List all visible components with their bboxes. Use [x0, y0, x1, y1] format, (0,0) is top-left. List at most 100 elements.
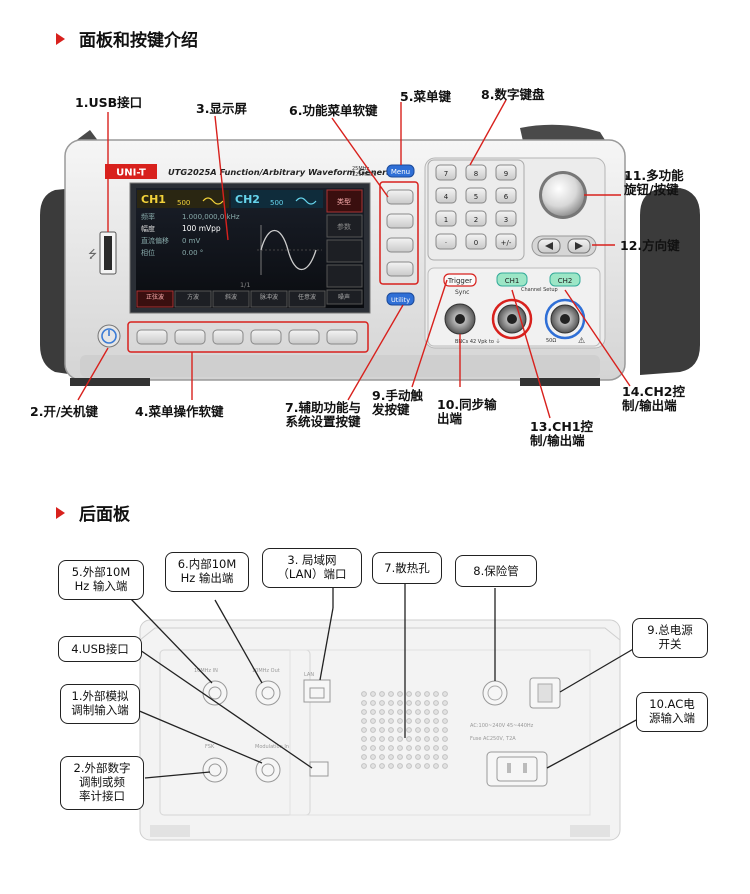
keypad-key-label: 9: [504, 170, 508, 178]
keypad-key[interactable]: [495, 164, 517, 181]
vent-hole: [388, 763, 394, 769]
keypad-key[interactable]: [435, 210, 457, 227]
vent-hole: [370, 709, 376, 715]
screen-wave-tabs: [136, 290, 326, 308]
label-menu-softkeys: 4.菜单操作软键: [135, 404, 224, 419]
vent-hole: [397, 763, 403, 769]
vent-hole: [397, 709, 403, 715]
menu-softkeys[interactable]: [136, 329, 358, 345]
keypad-key[interactable]: [465, 187, 487, 204]
vent-hole: [379, 727, 385, 733]
label-function-softkeys: 6.功能菜单软键: [289, 103, 378, 118]
vent-hole: [433, 736, 439, 742]
trigger-button[interactable]: [443, 273, 477, 287]
vent-hole: [406, 754, 412, 760]
arrow-right-button[interactable]: [567, 238, 591, 254]
label-numpad: 8.数字键盘: [481, 87, 545, 102]
svg-text:0.00 °: 0.00 °: [182, 249, 203, 257]
svg-text:Menu: Menu: [391, 168, 410, 176]
vent-hole: [397, 745, 403, 751]
vent-hole: [361, 736, 367, 742]
label-arrow-keys: 12.方向键: [620, 238, 680, 253]
usb-port[interactable]: [99, 231, 117, 275]
vent-hole: [397, 727, 403, 733]
function-softkeys-highlight: [379, 181, 419, 285]
svg-text:斜波: 斜波: [225, 293, 237, 301]
svg-text:10MHz IN: 10MHz IN: [194, 668, 218, 674]
vent-hole: [370, 727, 376, 733]
keypad-key[interactable]: [465, 233, 487, 250]
usb-symbol-icon: ⭍: [88, 248, 97, 261]
vent-hole: [433, 700, 439, 706]
svg-text:LAN: LAN: [304, 672, 314, 678]
ch1-output-bnc[interactable]: [491, 298, 533, 340]
vent-hole: [406, 691, 412, 697]
rear-int-10mhz-out-bnc[interactable]: [255, 680, 281, 706]
vent-hole: [379, 709, 385, 715]
vent-hole: [388, 727, 394, 733]
sync-output-bnc[interactable]: [444, 303, 476, 335]
rear-lan-port[interactable]: [303, 679, 331, 703]
keypad-key[interactable]: [495, 210, 517, 227]
callout-ac-inlet: 10.AC电源输入端: [636, 692, 708, 732]
svg-text:方波: 方波: [187, 293, 199, 301]
label-trigger: 9.手动触发按键: [372, 388, 423, 417]
rear-usb-port[interactable]: [309, 761, 329, 777]
rear-ac-inlet[interactable]: [486, 751, 548, 787]
svg-text:50Ω: 50Ω: [546, 338, 556, 344]
keypad-key[interactable]: [465, 210, 487, 227]
vent-hole: [361, 718, 367, 724]
svg-text:正弦波: 正弦波: [146, 293, 164, 301]
keypad-key-label: 4: [444, 193, 449, 201]
svg-text:Trigger: Trigger: [447, 277, 472, 285]
callout-modulation-in: 1.外部模拟调制输入端: [60, 684, 140, 724]
vent-hole: [406, 745, 412, 751]
utility-button[interactable]: [386, 292, 415, 306]
vent-hole: [442, 745, 448, 751]
vent-hole: [388, 691, 394, 697]
vent-hole: [397, 754, 403, 760]
vent-hole: [415, 763, 421, 769]
vent-hole: [424, 727, 430, 733]
vent-hole: [361, 754, 367, 760]
function-softkeys[interactable]: [386, 189, 414, 277]
svg-text:125MSa/s: 125MSa/s: [352, 172, 377, 178]
ch2-button[interactable]: [549, 272, 581, 287]
rear-power-switch[interactable]: [529, 677, 561, 709]
vent-hole: [433, 709, 439, 715]
vent-hole: [388, 736, 394, 742]
keypad-key[interactable]: [435, 164, 457, 181]
svg-text:1.000,000,0 kHz: 1.000,000,0 kHz: [182, 213, 240, 221]
keypad-key[interactable]: [465, 164, 487, 181]
multifunction-knob[interactable]: [539, 171, 587, 219]
svg-text:直流偏移: 直流偏移: [141, 236, 169, 245]
power-button[interactable]: [97, 324, 121, 348]
vent-hole: [415, 745, 421, 751]
rear-fsk-bnc[interactable]: [202, 757, 228, 783]
keypad-key-label: 2: [474, 216, 478, 224]
vent-hole: [379, 745, 385, 751]
vent-hole: [361, 709, 367, 715]
vent-hole: [433, 763, 439, 769]
svg-text:类型: 类型: [337, 197, 351, 206]
ch1-button[interactable]: [496, 272, 528, 287]
ch2-output-bnc[interactable]: [544, 298, 586, 340]
rear-modulation-in-bnc[interactable]: [255, 757, 281, 783]
keypad-key[interactable]: [435, 187, 457, 204]
model-text: UTG2025A Function/Arbitrary Waveform Gen…: [168, 167, 406, 177]
keypad-key[interactable]: [435, 233, 457, 250]
screen-ch1: CH1: [141, 193, 166, 206]
vent-hole: [433, 718, 439, 724]
vent-hole: [370, 763, 376, 769]
keypad-key[interactable]: [495, 187, 517, 204]
vent-hole: [406, 763, 412, 769]
vent-hole: [370, 691, 376, 697]
keypad-key[interactable]: [495, 233, 517, 250]
svg-text:相位: 相位: [141, 248, 155, 257]
rear-fuse-holder[interactable]: [482, 680, 508, 706]
arrow-left-button[interactable]: [537, 238, 561, 254]
vent-hole: [379, 700, 385, 706]
